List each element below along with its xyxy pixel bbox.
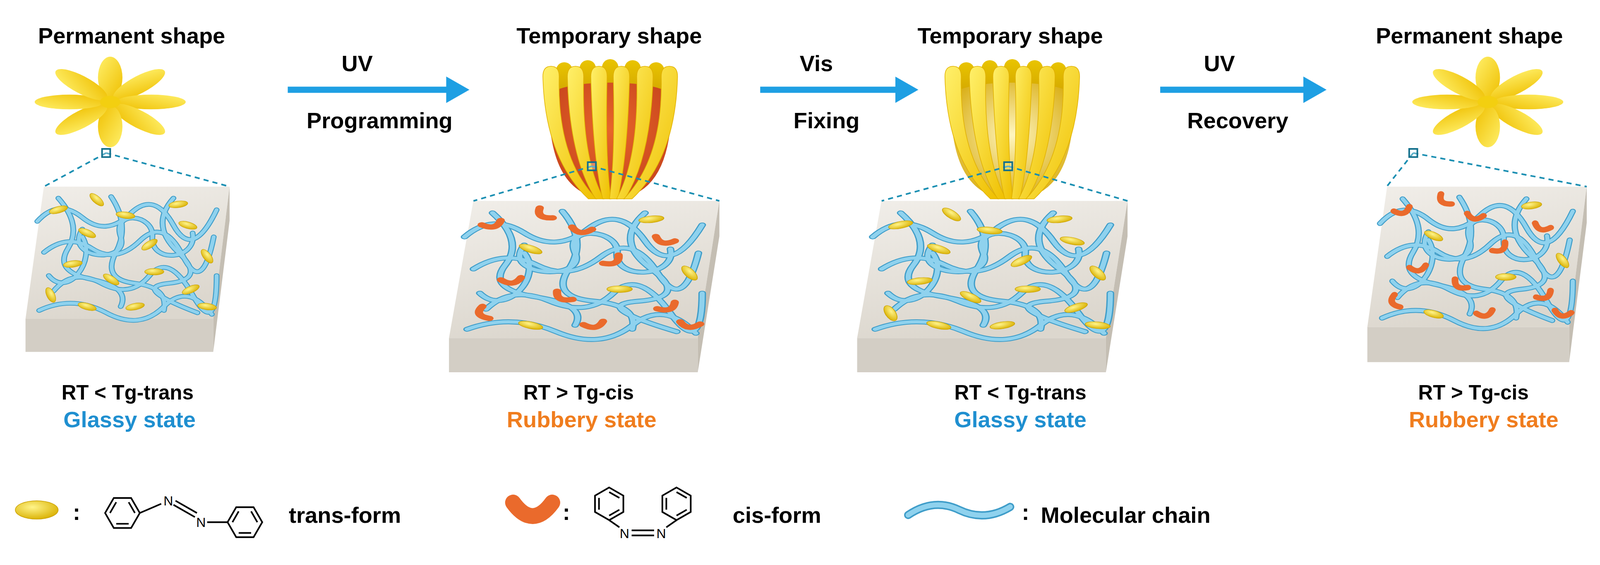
state-label: Glassy state	[63, 407, 196, 431]
stage-title: Temporary shape	[917, 24, 1103, 47]
state-label: Rubbery state	[506, 407, 657, 431]
double-bond	[631, 530, 655, 536]
leader-line	[473, 166, 720, 202]
double-bond	[173, 501, 197, 518]
stage-title: Permanent shape	[1375, 24, 1563, 47]
process-arrow	[287, 86, 447, 94]
ring-double-bonds	[666, 492, 687, 516]
atom-label: N	[163, 494, 173, 508]
atom-label: N	[656, 527, 667, 541]
state-label: Glassy state	[954, 407, 1087, 431]
atom-label: N	[196, 515, 206, 530]
network-block	[448, 201, 720, 373]
stage-panel: Permanent shape RT < Tg-transGlassy state	[0, 12, 288, 435]
zoom-leaders	[43, 153, 1587, 202]
temperature-condition: RT > Tg-cis	[1418, 382, 1529, 403]
legend-colon: :	[1021, 501, 1030, 524]
bond	[207, 521, 228, 523]
step-label: Programming	[306, 109, 453, 132]
stimulus-label: UV	[341, 52, 373, 75]
process-arrow	[1160, 86, 1305, 94]
stage-panel: Temporary shape RT > Tg-cisRubbery state	[469, 12, 761, 435]
legend-text: trans-form	[288, 503, 401, 527]
process-arrow	[760, 86, 896, 94]
stimulus-label: Vis	[799, 52, 833, 75]
ring-double-bonds	[232, 511, 258, 533]
step-label: Fixing	[793, 109, 860, 132]
legend-colon: :	[72, 501, 81, 524]
trans-azobenzene-structure	[105, 498, 263, 538]
benzene-ring	[105, 498, 140, 528]
temporary-cup	[945, 59, 1080, 200]
permanent-flower	[1412, 56, 1564, 148]
zoom-marker	[1409, 148, 1418, 158]
stage-title: Permanent shape	[38, 24, 226, 47]
legend-text: Molecular chain	[1041, 503, 1211, 527]
stage-panel: Temporary shape RT < Tg-transGlassy state	[918, 12, 1161, 435]
legend-colon: :	[562, 501, 571, 524]
zoom-marker	[587, 162, 597, 171]
zoom-marker	[102, 148, 111, 158]
stage-panel: Permanent shape RT > Tg-cisRubbery state	[1326, 12, 1600, 435]
ring-double-bonds	[599, 492, 620, 516]
chain-sample-outline	[908, 505, 1011, 516]
chain-sample	[908, 505, 1011, 516]
leader-line	[1386, 153, 1587, 187]
cup-front	[945, 66, 1080, 200]
step-label: Recovery	[1187, 109, 1289, 132]
cup-interior	[950, 82, 1074, 200]
temporary-cup	[542, 59, 678, 200]
zoom-marker	[1004, 162, 1013, 171]
stimulus-label: UV	[1203, 52, 1235, 75]
benzene-ring	[662, 487, 691, 521]
state-label: Rubbery state	[1408, 407, 1559, 431]
cup-interior	[549, 82, 672, 200]
benzene-ring	[594, 487, 624, 521]
leader-line	[881, 166, 1128, 202]
legend-text: cis-form	[732, 503, 822, 527]
ring-double-bonds	[110, 502, 135, 524]
leader-line	[43, 153, 230, 187]
zoom-markers	[102, 148, 1418, 171]
trans-sample	[15, 501, 59, 520]
network-block	[1367, 186, 1587, 363]
network-block	[857, 201, 1128, 373]
bond	[609, 520, 677, 528]
temperature-condition: RT < Tg-trans	[61, 382, 194, 403]
temperature-condition: RT > Tg-cis	[523, 382, 634, 403]
bond	[139, 503, 162, 514]
benzene-ring	[227, 507, 263, 538]
cis-sample	[513, 502, 553, 517]
cup-front	[542, 66, 678, 200]
cis-azobenzene-structure	[594, 487, 691, 536]
network-block	[25, 186, 230, 353]
temperature-condition: RT < Tg-trans	[954, 382, 1087, 403]
permanent-flower	[34, 56, 186, 148]
atom-label: N	[619, 527, 630, 541]
stage-title: Temporary shape	[516, 24, 702, 47]
